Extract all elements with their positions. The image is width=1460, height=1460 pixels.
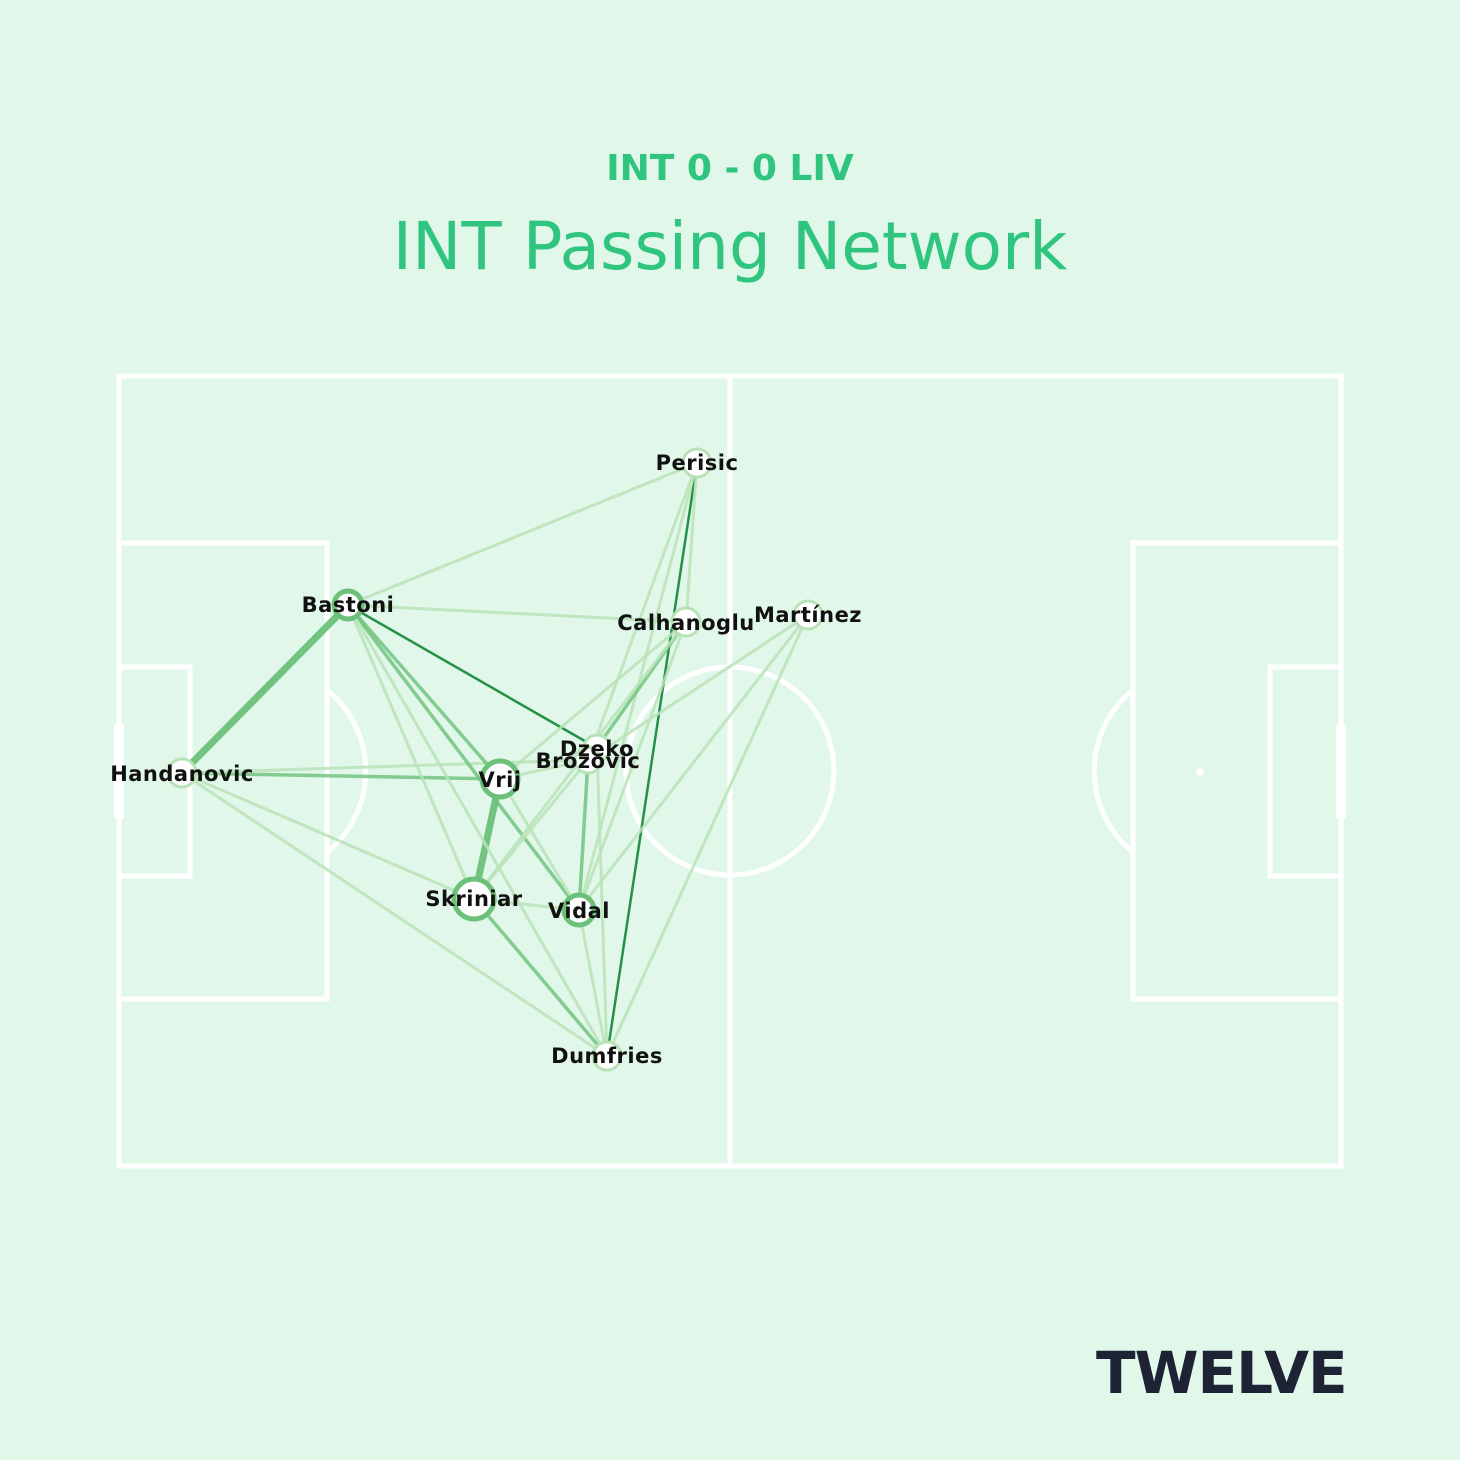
- pass-link-calhanoglu-vrij: [498, 620, 688, 781]
- right-penalty-arc: [1091, 688, 1135, 854]
- pass-link-skriniar-dumfries: [472, 897, 609, 1058]
- pass-link-bastoni-dumfries: [346, 603, 609, 1058]
- pass-link-bastoni-perisic: [346, 461, 699, 607]
- player-node-vrij: [479, 758, 521, 800]
- right-penalty-spot: [1196, 768, 1204, 776]
- player-label-bastoni: Bastoni: [302, 593, 395, 617]
- match-score: INT 0 - 0 LIV: [606, 148, 854, 189]
- pass-link-handanovic-dumfries: [180, 771, 609, 1058]
- player-label-vidal: Vidal: [548, 899, 610, 923]
- player-label-martinez: Martínez: [754, 603, 862, 627]
- twelve-logo: TWELVE: [1096, 1339, 1348, 1407]
- pass-link-martinez-brozovic: [586, 613, 810, 762]
- pass-link-brozovic-skriniar: [472, 758, 590, 901]
- player-node-brozovic: [573, 745, 603, 775]
- pass-link-bastoni-vidal: [346, 603, 581, 912]
- pass-link-handanovic-bastoni: [178, 601, 352, 777]
- pass-link-handanovic-skriniar: [180, 771, 476, 901]
- player-label-calhanoglu: Calhanoglu: [617, 611, 754, 635]
- pass-link-calhanoglu-vidal: [577, 620, 688, 912]
- pass-link-vrij-vidal: [498, 777, 581, 912]
- right-penalty-box: [1130, 540, 1344, 1002]
- player-label-handanovic: Handanovic: [110, 762, 254, 786]
- player-label-skriniar: Skriniar: [425, 887, 522, 911]
- player-node-martinez: [792, 599, 824, 631]
- player-node-vidal: [561, 892, 597, 928]
- pass-link-bastoni-vrij: [346, 603, 502, 781]
- player-node-dumfries: [591, 1040, 623, 1072]
- pass-link-brozovic-vidal: [577, 758, 590, 912]
- left-penalty-arc: [325, 688, 369, 854]
- player-label-perisic: Perisic: [656, 451, 739, 475]
- pitch-markings: [114, 373, 1346, 1169]
- player-label-dumfries: Dumfries: [551, 1044, 663, 1068]
- pass-link-bastoni-dzeko: [346, 603, 599, 750]
- page-title: INT Passing Network: [392, 208, 1068, 285]
- player-node-handanovic: [166, 757, 198, 789]
- player-label-brozovic: Brozovic: [536, 749, 641, 773]
- pass-link-perisic-dumfries: [605, 461, 699, 1058]
- player-label-dzeko: Dzeko: [560, 737, 634, 761]
- player-node-skriniar: [451, 876, 497, 922]
- right-six-yard-box: [1267, 664, 1344, 879]
- pass-link-bastoni-skriniar: [346, 603, 476, 901]
- player-node-perisic: [681, 447, 713, 479]
- player-label-vrij: Vrij: [478, 768, 521, 792]
- pass-link-martinez-vidal: [577, 613, 810, 912]
- pass-link-bastoni-calhanoglu: [346, 603, 688, 624]
- player-node-calhanoglu: [670, 606, 702, 638]
- centre-spot: [727, 768, 733, 774]
- pass-link-perisic-brozovic: [586, 461, 699, 762]
- pass-link-martinez-dumfries: [605, 613, 810, 1058]
- pass-link-perisic-calhanoglu: [684, 461, 699, 624]
- pass-link-dzeko-dumfries: [595, 746, 609, 1058]
- player-node-bastoni: [331, 588, 365, 622]
- pass-link-vidal-dumfries: [577, 908, 609, 1058]
- player-nodes: [166, 447, 824, 1072]
- pass-links: [178, 461, 810, 1058]
